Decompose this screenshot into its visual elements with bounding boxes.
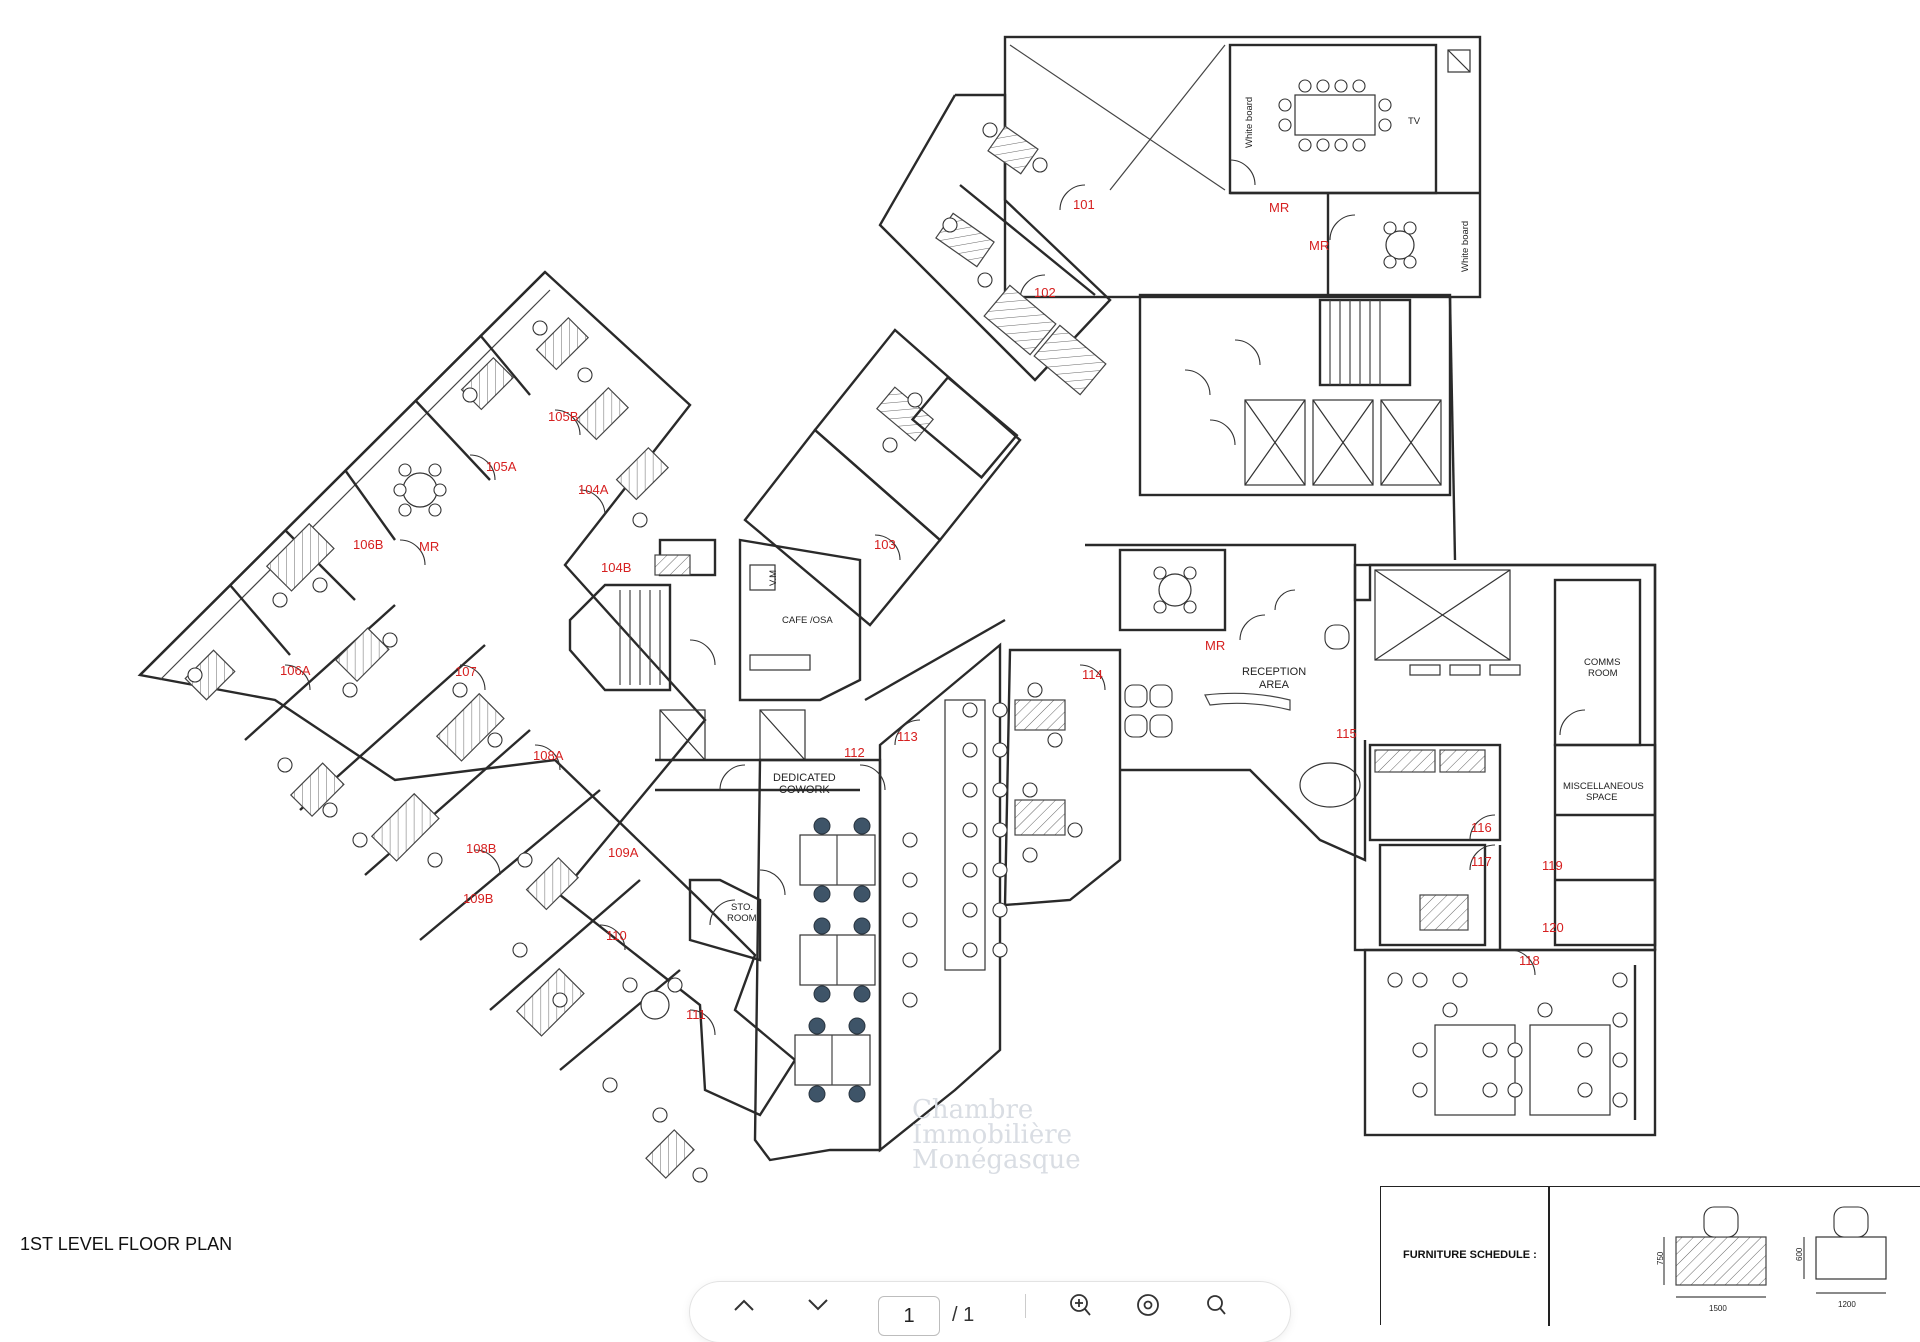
- room-mr-top-small: MR: [1309, 238, 1329, 253]
- room-108A: 108A: [533, 748, 564, 763]
- zoom-in-icon: [1070, 1294, 1091, 1316]
- central-core: [568, 538, 862, 792]
- small-desk-symbol: [1815, 1236, 1887, 1280]
- previous-page-button[interactable]: [728, 1290, 760, 1320]
- watermark-line3: Monégasque: [912, 1145, 1081, 1175]
- chevron-down-icon: [808, 1299, 828, 1311]
- cowork-label-line2: COWORK: [779, 784, 830, 796]
- small-desk-width: 1200: [1838, 1300, 1856, 1309]
- room-mr-reception: MR: [1205, 638, 1225, 653]
- room-120: 120: [1542, 920, 1564, 935]
- room-117: 117: [1471, 854, 1492, 869]
- large-desk-chair: [1703, 1206, 1739, 1238]
- plan-title: 1ST LEVEL FLOOR PLAN: [20, 1234, 233, 1254]
- large-desk-width: 1500: [1709, 1304, 1727, 1313]
- room-104B: 104B: [601, 560, 631, 575]
- room-101: 101: [1073, 197, 1095, 212]
- room-118: 118: [1519, 953, 1540, 968]
- room-108B: 108B: [466, 841, 496, 856]
- furniture-schedule-drawings: 1500 750 1200 600: [1656, 1206, 1887, 1313]
- misc-label-line2: SPACE: [1586, 792, 1618, 803]
- room-104A: 104A: [578, 482, 609, 497]
- chevron-up-icon: [734, 1299, 754, 1311]
- reception-label-line2: AREA: [1259, 679, 1290, 691]
- room-113: 113: [897, 729, 918, 744]
- whiteboard-label-top: White board: [1244, 97, 1255, 148]
- watermark-line2: Immobilière: [912, 1120, 1072, 1150]
- room-115: 115: [1336, 726, 1357, 741]
- room-106B: 106B: [353, 537, 383, 552]
- room-116: 116: [1471, 820, 1492, 835]
- cafe-label: CAFE /OSA: [782, 615, 833, 626]
- watermark: Chambre Immobilière Monégasque: [912, 1095, 1081, 1175]
- misc-label-line1: MISCELLANEOUS: [1563, 781, 1644, 792]
- whiteboard-label-side: White board: [1460, 221, 1471, 272]
- small-desk-depth: 600: [1795, 1247, 1804, 1261]
- right-block: [1353, 563, 1657, 1137]
- storage-label-line1: STO.: [731, 902, 753, 913]
- large-desk-depth: 750: [1656, 1251, 1665, 1265]
- area-labels: CAFE /OSA V.M RECEPTION AREA DEDICATED C…: [727, 97, 1644, 924]
- fit-page-button[interactable]: [1132, 1290, 1164, 1320]
- room-114: 114: [1082, 667, 1103, 682]
- page-number-input[interactable]: 1: [878, 1296, 940, 1336]
- room-109A: 109A: [608, 845, 639, 860]
- watermark-line1: Chambre: [912, 1095, 1033, 1125]
- large-desk-symbol: [1675, 1236, 1767, 1286]
- meeting-room-block: [1003, 35, 1482, 299]
- offices-103: [743, 284, 1107, 627]
- furniture-schedule: FURNITURE SCHEDULE : 1500 750 1200 600: [1380, 1186, 1920, 1326]
- comms-label-line1: COMMS: [1584, 657, 1620, 668]
- room-107: 107: [455, 664, 477, 679]
- room-numbers: 101 102 103 104A 104B 105A 105B 106A 106…: [280, 197, 1564, 1022]
- next-page-button[interactable]: [802, 1290, 834, 1320]
- room-110: 110: [606, 928, 627, 943]
- pdf-toolbar: 1 / 1: [690, 1282, 1290, 1342]
- comms-label-line2: ROOM: [1588, 668, 1618, 679]
- left-wing: [137, 270, 797, 1183]
- toolbar-divider: [1025, 1294, 1026, 1318]
- tv-label: TV: [1408, 116, 1421, 127]
- small-desk-chair: [1833, 1206, 1869, 1238]
- furniture-schedule-title: FURNITURE SCHEDULE :: [1403, 1249, 1537, 1261]
- storage-label-line2: ROOM: [727, 913, 757, 924]
- lift-core: [1138, 293, 1457, 561]
- cowork-area: [688, 618, 1122, 1162]
- reception-label-line1: RECEPTION: [1242, 666, 1306, 678]
- room-119: 119: [1542, 858, 1563, 873]
- room-102: 102: [1034, 285, 1056, 300]
- cowork-label-line1: DEDICATED: [773, 772, 836, 784]
- page-total: / 1: [952, 1304, 975, 1326]
- room-105A: 105A: [486, 459, 517, 474]
- search-icon: [1207, 1295, 1226, 1315]
- fit-page-icon: [1137, 1294, 1159, 1316]
- zoom-in-button[interactable]: [1064, 1290, 1096, 1320]
- room-103: 103: [874, 537, 896, 552]
- room-mr-top: MR: [1269, 200, 1289, 215]
- room-106A: 106A: [280, 663, 311, 678]
- vending-label: V.M: [768, 570, 779, 586]
- search-button[interactable]: [1200, 1290, 1232, 1320]
- room-105B: 105B: [548, 409, 578, 424]
- room-109B: 109B: [463, 891, 493, 906]
- room-112: 112: [844, 745, 865, 760]
- offices-101-102: [878, 93, 1112, 382]
- schedule-divider: [1548, 1187, 1550, 1326]
- room-111: 111: [686, 1007, 706, 1022]
- room-mr-left: MR: [419, 539, 439, 554]
